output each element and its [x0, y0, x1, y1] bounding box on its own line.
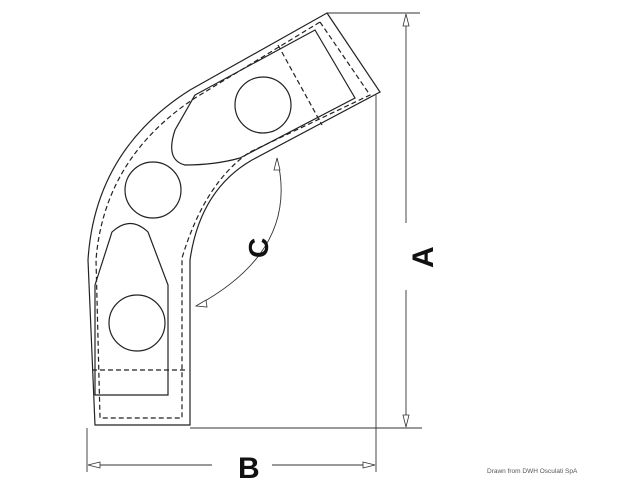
dimension-arrows [87, 13, 410, 469]
bolt-hole-upper [234, 76, 292, 134]
dimension-label-b: B [238, 452, 260, 480]
bolt-holes [108, 76, 292, 352]
dimension-label-a: A [407, 246, 440, 268]
bolt-hole-middle [124, 161, 182, 219]
dimension-lines [86, 12, 422, 472]
dimension-label-c: C [243, 238, 274, 258]
fitting-outline [87, 12, 381, 426]
credit-text: Drawn from DWH Osculati SpA [487, 468, 578, 475]
bolt-hole-lower [108, 294, 166, 352]
